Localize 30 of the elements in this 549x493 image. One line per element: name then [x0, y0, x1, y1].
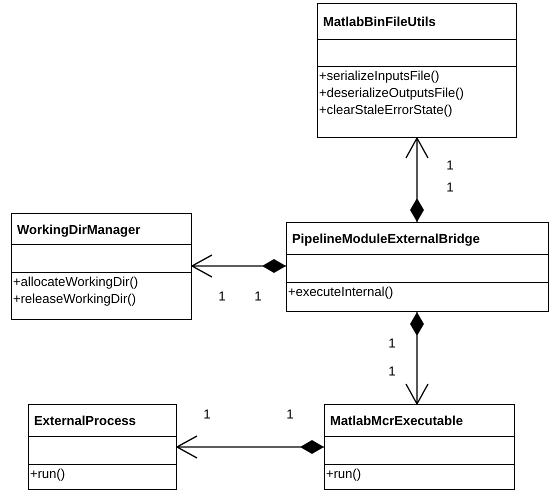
class-box [317, 3, 517, 138]
multiplicity-label: 1 [388, 364, 396, 378]
method-name: +clearStaleErrorState() [319, 101, 454, 118]
multiplicity-label: 1 [446, 180, 454, 194]
method-name: +deserializeOutputsFile() [319, 84, 465, 101]
composition-arrow [191, 254, 286, 278]
multiplicity-label: 1 [446, 158, 454, 172]
method-name: +serializeInputsFile() [319, 67, 440, 84]
class-name: MatlabBinFileUtils [323, 14, 436, 29]
multiplicity-label: 1 [388, 336, 396, 350]
class-name: WorkingDirManager [17, 222, 140, 236]
method-name: +run() [30, 465, 66, 482]
method-name: +releaseWorkingDir() [13, 290, 137, 307]
method-name: +allocateWorkingDir() [13, 273, 140, 290]
class-box [11, 213, 192, 320]
class-box [286, 222, 549, 312]
class-name: PipelineModuleExternalBridge [292, 231, 480, 246]
multiplicity-label: 1 [286, 406, 294, 422]
composition-arrow [405, 312, 429, 405]
multiplicity-label: 1 [254, 288, 262, 304]
method-name: +executeInternal() [288, 283, 394, 300]
composition-arrow [176, 435, 324, 459]
method-name: +run() [326, 465, 362, 482]
class-name: MatlabMcrExecutable [330, 413, 463, 428]
multiplicity-label: 1 [203, 406, 211, 422]
composition-arrow [405, 137, 429, 222]
class-box [324, 404, 515, 490]
class-box [28, 404, 177, 490]
class-name: ExternalProcess [34, 413, 136, 428]
multiplicity-label: 1 [218, 288, 226, 304]
